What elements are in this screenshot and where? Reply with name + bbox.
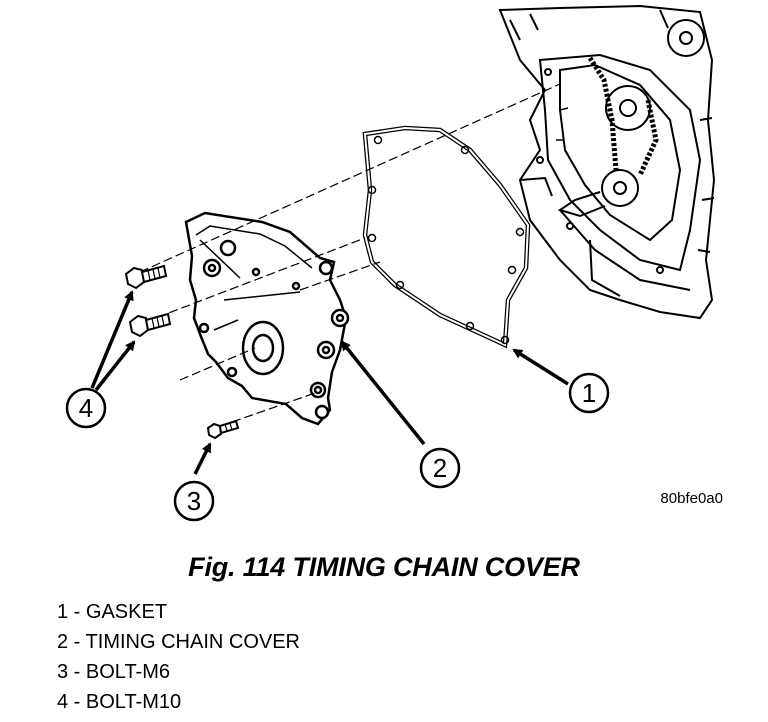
- callout-2-number: 2: [433, 453, 447, 483]
- callout-4-number: 4: [79, 393, 93, 423]
- callout-1: 1: [568, 372, 610, 414]
- callout-3: 3: [173, 480, 215, 522]
- bolt-m6: [206, 419, 240, 440]
- figure-code: 80bfe0a0: [660, 490, 723, 507]
- parts-legend: 1 - GASKET 2 - TIMING CHAIN COVER 3 - BO…: [57, 597, 300, 717]
- legend-item-timing-chain-cover: 2 - TIMING CHAIN COVER: [57, 627, 300, 657]
- timing-chain-cover: [184, 211, 350, 426]
- legend-separator: -: [68, 601, 86, 623]
- legend-number: 4: [57, 691, 69, 713]
- bolt-m10-upper: [124, 264, 168, 290]
- callout-1-number: 1: [582, 378, 596, 408]
- legend-label: BOLT-M10: [85, 691, 182, 713]
- legend-number: 1: [57, 601, 69, 623]
- legend-item-bolt-m10: 4 - BOLT-M10: [57, 687, 300, 717]
- bolt-m10-lower: [128, 312, 172, 338]
- legend-number: 2: [57, 631, 69, 653]
- figure-caption: Fig. 114 TIMING CHAIN COVER: [188, 552, 580, 582]
- gasket: [362, 125, 531, 349]
- alignment-lines: [139, 83, 561, 423]
- legend-item-gasket: 1 - GASKET: [57, 597, 300, 627]
- legend-item-bolt-m6: 3 - BOLT-M6: [57, 657, 300, 687]
- leader-arrows: [90, 290, 569, 475]
- callout-3-number: 3: [187, 486, 201, 516]
- legend-separator: -: [68, 631, 86, 653]
- legend-separator: -: [68, 691, 86, 713]
- legend-label: GASKET: [85, 601, 168, 623]
- legend-number: 3: [57, 661, 69, 683]
- legend-label: BOLT-M6: [85, 661, 170, 683]
- engine-block: [498, 4, 716, 320]
- legend-separator: -: [68, 661, 86, 683]
- legend-label: TIMING CHAIN COVER: [85, 631, 300, 653]
- callout-2: 2: [419, 447, 461, 489]
- exploded-view-drawing: 1 2 3 4 80bfe0a0: [65, 4, 723, 522]
- callout-4: 4: [65, 387, 107, 429]
